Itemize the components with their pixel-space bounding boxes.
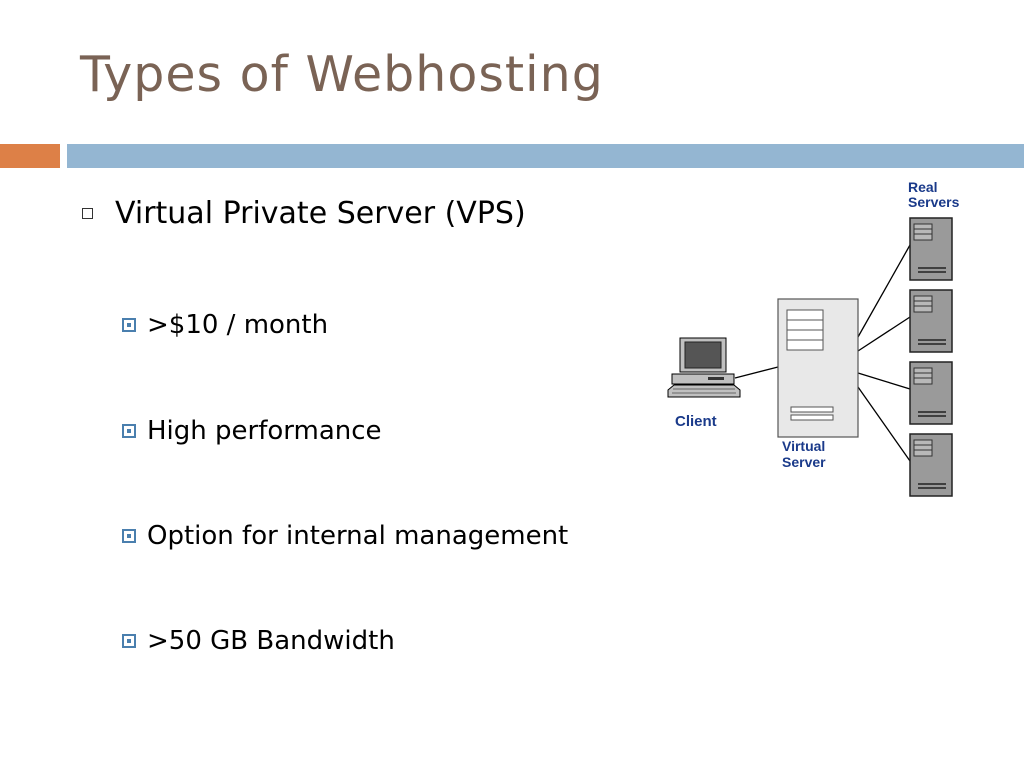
square-bullet-icon	[82, 208, 93, 219]
filled-square-bullet-icon	[122, 318, 136, 332]
client-computer-icon	[667, 337, 741, 398]
filled-square-bullet-icon	[122, 529, 136, 543]
vps-diagram: Client Virtual Server Real Servers	[667, 179, 960, 497]
real-server-icon	[909, 361, 953, 425]
bullet-main-text: Virtual Private Server (VPS)	[115, 196, 526, 231]
sub-bullet-bandwidth: >50 GB Bandwidth	[122, 626, 395, 656]
real-server-icon	[909, 289, 953, 353]
sub-bullet-text: High performance	[147, 416, 382, 446]
sub-bullet-text: Option for internal management	[147, 521, 569, 551]
filled-square-bullet-icon	[122, 634, 136, 648]
sub-bullet-price: >$10 / month	[122, 310, 328, 340]
sub-bullet-text: >$10 / month	[147, 310, 329, 340]
real-servers-label-line2: Servers	[908, 194, 960, 210]
real-server-icon	[909, 217, 953, 281]
virtual-server-icon	[777, 298, 859, 438]
virtual-server-label-line2: Server	[782, 454, 826, 470]
real-servers-label-line1: Real	[908, 179, 938, 195]
sub-bullet-performance: High performance	[122, 416, 382, 446]
slide-title: Types of Webhosting	[80, 46, 604, 103]
title-accent-bar-blue	[67, 144, 1024, 168]
virtual-server-label-line1: Virtual	[782, 438, 825, 454]
bullet-main: Virtual Private Server (VPS)	[82, 196, 526, 231]
filled-square-bullet-icon	[122, 424, 136, 438]
title-accent-bar-orange	[0, 144, 60, 168]
sub-bullet-management: Option for internal management	[122, 521, 568, 551]
real-server-icon	[909, 433, 953, 497]
connection-lines	[734, 244, 911, 462]
sub-bullet-text: >50 GB Bandwidth	[147, 626, 395, 656]
client-label: Client	[675, 413, 717, 430]
